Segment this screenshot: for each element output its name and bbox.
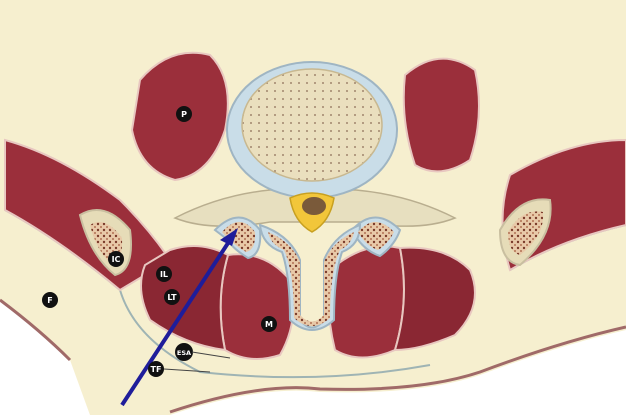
svg-text:TF: TF bbox=[151, 365, 162, 374]
psoas-muscle-right bbox=[404, 59, 479, 172]
label-multifidus: M bbox=[261, 316, 277, 332]
svg-text:F: F bbox=[47, 296, 52, 305]
label-tf: TF bbox=[148, 361, 164, 377]
label-fat: F bbox=[42, 292, 58, 308]
svg-text:ESA: ESA bbox=[177, 349, 191, 357]
spinal-cord bbox=[302, 197, 326, 215]
svg-text:M: M bbox=[265, 320, 273, 329]
label-esa: ESA bbox=[175, 343, 193, 361]
label-iliocostalis: IC bbox=[108, 251, 124, 267]
label-longissimus-thoracis: LT bbox=[164, 289, 180, 305]
vertebral-body bbox=[242, 69, 382, 181]
svg-text:IL: IL bbox=[160, 270, 168, 279]
svg-text:IC: IC bbox=[112, 255, 121, 264]
label-psoas: P bbox=[176, 106, 192, 122]
label-iliacus: IL bbox=[156, 266, 172, 282]
svg-text:P: P bbox=[181, 110, 187, 119]
svg-text:LT: LT bbox=[167, 293, 177, 302]
